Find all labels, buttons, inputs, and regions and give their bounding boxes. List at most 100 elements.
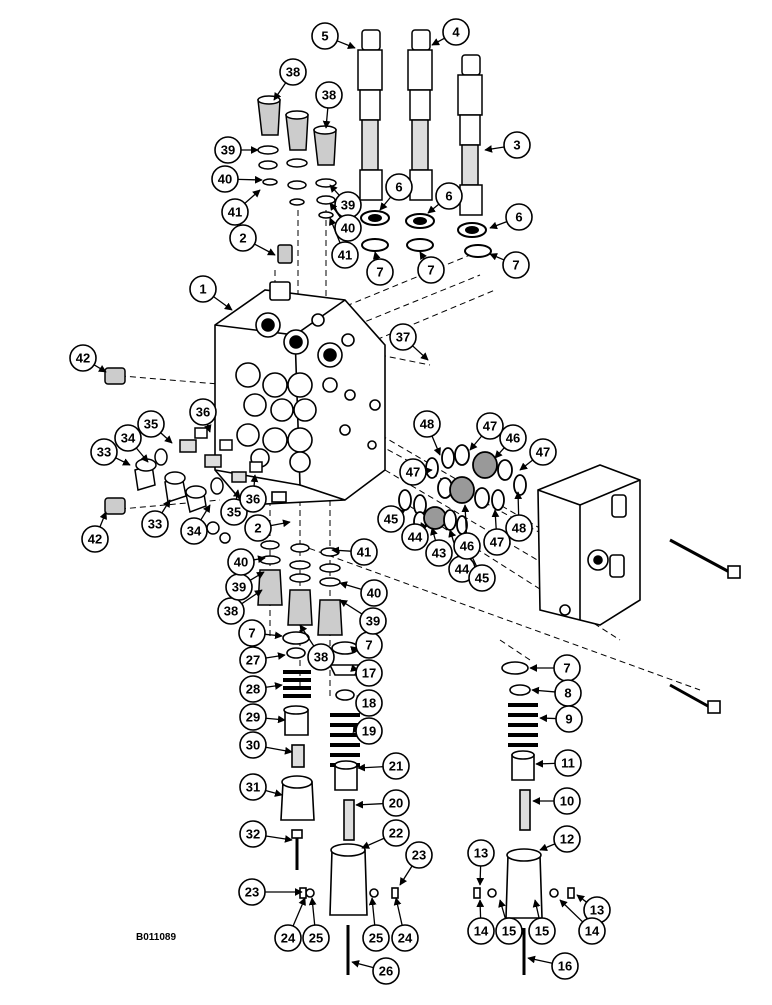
callout-number: 41 xyxy=(228,205,242,220)
callout-leader xyxy=(271,522,290,526)
callout-number: 40 xyxy=(341,221,355,236)
callout-number: 7 xyxy=(376,265,383,280)
callout-number: 20 xyxy=(389,796,403,811)
callout-12: 12 xyxy=(540,826,580,852)
callout-31: 31 xyxy=(240,774,282,800)
callout-number: 43 xyxy=(432,546,446,561)
callout-4: 4 xyxy=(432,19,469,45)
callout-number: 13 xyxy=(474,846,488,861)
callout-leader xyxy=(340,600,362,614)
callout-number: 23 xyxy=(245,885,259,900)
callout-number: 8 xyxy=(564,686,571,701)
spool-5 xyxy=(358,30,382,200)
callout-38: 38 xyxy=(274,59,306,100)
callout-number: 7 xyxy=(427,263,434,278)
callout-leader xyxy=(495,448,504,458)
callout-41: 41 xyxy=(222,190,260,225)
callout-leader xyxy=(266,836,292,840)
callout-number: 41 xyxy=(357,545,371,560)
callout-leader xyxy=(432,38,445,45)
figure-code: B011089 xyxy=(136,932,176,943)
callout-leader xyxy=(340,583,362,589)
callout-13: 13 xyxy=(468,840,494,885)
callout-number: 19 xyxy=(362,724,376,739)
callout-number: 25 xyxy=(369,931,383,946)
callout-number: 33 xyxy=(97,445,111,460)
callout-48: 48 xyxy=(414,411,440,455)
callout-number: 29 xyxy=(246,710,260,725)
callout-number: 36 xyxy=(196,405,210,420)
callout-16: 16 xyxy=(528,953,578,979)
callout-number: 42 xyxy=(88,532,102,547)
callout-29: 29 xyxy=(240,704,285,730)
callout-leader xyxy=(560,900,583,922)
callout-number: 15 xyxy=(535,924,549,939)
callout-number: 7 xyxy=(248,626,255,641)
callout-7: 7 xyxy=(530,655,580,681)
callout-8: 8 xyxy=(532,680,581,706)
callout-2: 2 xyxy=(245,515,290,541)
callout-number: 47 xyxy=(483,419,497,434)
callout-leader xyxy=(577,895,587,902)
callout-number: 42 xyxy=(76,351,90,366)
callout-number: 7 xyxy=(563,661,570,676)
callout-leader xyxy=(500,900,505,919)
callout-22: 22 xyxy=(362,820,409,848)
callout-number: 6 xyxy=(395,180,402,195)
callout-leader xyxy=(161,433,172,443)
callout-leader xyxy=(330,185,339,195)
callout-number: 11 xyxy=(561,756,575,771)
callout-number: 2 xyxy=(254,521,261,536)
callout-number: 40 xyxy=(218,172,232,187)
callout-number: 16 xyxy=(558,959,572,974)
callout-number: 6 xyxy=(515,210,522,225)
spools xyxy=(358,30,482,215)
callout-7: 7 xyxy=(418,252,444,283)
callout-leader xyxy=(540,844,555,850)
callout-leader xyxy=(337,41,355,48)
callout-number: 45 xyxy=(384,512,398,527)
callout-leader xyxy=(432,436,440,455)
callout-number: 36 xyxy=(246,492,260,507)
callout-number: 37 xyxy=(396,330,410,345)
callout-2: 2 xyxy=(230,225,275,255)
callout-number: 30 xyxy=(246,738,260,753)
section-seals xyxy=(399,445,526,534)
callout-leader xyxy=(372,898,375,925)
callout-24: 24 xyxy=(392,898,418,951)
callout-number: 35 xyxy=(227,505,241,520)
spool-seals xyxy=(361,211,491,257)
callout-44: 44 xyxy=(402,524,428,550)
callout-leader xyxy=(420,252,424,259)
callout-48: 48 xyxy=(506,492,532,541)
callout-number: 39 xyxy=(366,614,380,629)
callout-leader xyxy=(540,718,556,719)
callout-leader xyxy=(358,767,383,768)
callout-number: 24 xyxy=(281,931,296,946)
callout-number: 39 xyxy=(221,143,235,158)
callout-32: 32 xyxy=(240,821,292,847)
callout-leader xyxy=(326,108,328,128)
callout-43: 43 xyxy=(426,528,452,566)
callout-3: 3 xyxy=(485,132,530,158)
callout-7: 7 xyxy=(367,252,393,285)
callout-number: 14 xyxy=(474,924,489,939)
callout-number: 14 xyxy=(585,924,600,939)
callout-number: 10 xyxy=(560,794,574,809)
callout-number: 47 xyxy=(536,445,550,460)
callout-leader xyxy=(94,365,106,372)
callout-leader xyxy=(265,634,282,636)
callout-30: 30 xyxy=(240,732,292,758)
callout-number: 3 xyxy=(513,138,520,153)
callout-number: 7 xyxy=(512,258,519,273)
callout-number: 38 xyxy=(286,65,300,80)
callout-leader xyxy=(274,83,286,100)
callout-number: 5 xyxy=(321,29,328,44)
callout-number: 38 xyxy=(224,604,238,619)
callout-number: 31 xyxy=(246,780,260,795)
callout-number: 13 xyxy=(590,903,604,918)
callout-leader xyxy=(352,962,373,968)
callout-28: 28 xyxy=(240,676,282,702)
callout-leader xyxy=(266,655,285,658)
